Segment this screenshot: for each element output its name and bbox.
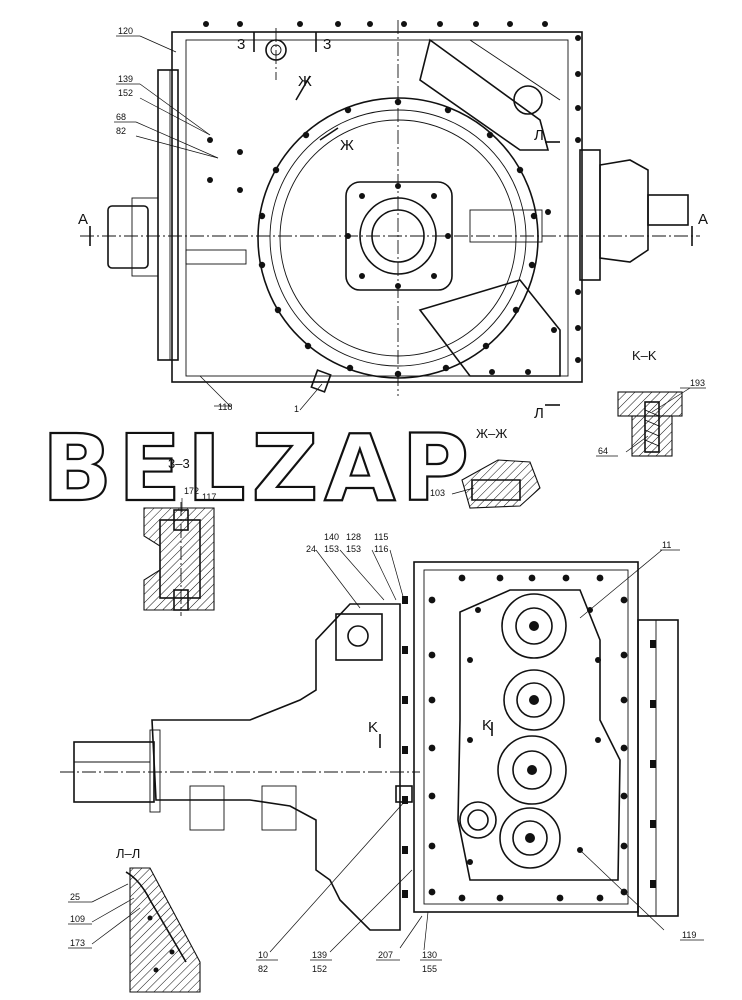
callout-152-top: 152: [118, 88, 133, 98]
callout-115: 115: [374, 532, 388, 542]
section-l-mark-bottom: Л: [534, 405, 544, 422]
callout-130: 130: [422, 950, 437, 960]
top-view: [80, 20, 700, 411]
callout-173: 173: [70, 938, 85, 948]
callout-82-top: 82: [116, 126, 126, 136]
right-side-flange: [637, 619, 679, 917]
left-extension-housing: [151, 603, 401, 931]
top-perimeter-bolts: [203, 21, 581, 375]
callout-207: 207: [378, 950, 393, 960]
callout-24: 24: [306, 544, 316, 554]
section-33-mark-b: 3: [323, 36, 331, 53]
callout-1: 1: [294, 404, 299, 414]
left-edge-bolts: [402, 596, 656, 898]
callout-152-bottom: 152: [312, 964, 327, 974]
callout-103: 103: [430, 488, 445, 498]
callout-25: 25: [70, 892, 80, 902]
cover-bolts: [428, 574, 628, 902]
callout-140: 140: [324, 532, 339, 542]
lower-rib: [418, 279, 561, 377]
callout-82-bottom: 82: [258, 964, 268, 974]
section-zh-mark-mid: Ж: [340, 137, 354, 154]
section-33: [143, 498, 215, 616]
section-k-mark-right: K: [482, 717, 492, 734]
upper-rib: [419, 38, 550, 151]
callout-193: 193: [690, 378, 705, 388]
callout-128: 128: [346, 532, 361, 542]
callout-139-top: 139: [118, 74, 133, 84]
section-kk: [617, 387, 691, 457]
callout-64: 64: [598, 446, 608, 456]
callout-120: 120: [118, 26, 133, 36]
bottom-view: [60, 549, 679, 953]
callout-117: 117: [202, 492, 216, 502]
left-flange-plate: [157, 69, 179, 361]
section-33-title: 3–3: [168, 456, 190, 471]
section-k-mark-left: K: [368, 719, 378, 736]
section-a-mark-left: A: [78, 211, 88, 228]
callout-153-b: 153: [346, 544, 361, 554]
section-33-mark-a: 3: [237, 36, 245, 53]
callout-11: 11: [662, 540, 671, 550]
left-input-hub: [107, 205, 149, 269]
gear-bearings: [459, 593, 567, 869]
section-zhzh-title: Ж–Ж: [476, 426, 507, 441]
callout-116: 116: [374, 544, 388, 554]
callout-139-bottom: 139: [312, 950, 327, 960]
callout-68: 68: [116, 112, 126, 122]
callout-118: 118: [218, 402, 232, 412]
right-output-shaft: [647, 194, 689, 226]
top-circle-bolts: [258, 98, 538, 378]
right-output-hub: [599, 159, 649, 263]
belzap-watermark: BELZAP: [42, 415, 475, 522]
callout-172: 172: [184, 486, 199, 496]
mount-bracket: [335, 613, 383, 661]
section-l-mark-top: Л: [534, 127, 544, 144]
section-a-mark-right: A: [698, 211, 708, 228]
section-labels: 3 3 Ж Ж A A Л Л K K K–K Ж–Ж 3–3 Л–Л: [78, 36, 708, 861]
right-flange: [579, 149, 601, 281]
section-zh-mark-top: Ж: [298, 73, 312, 90]
callout-153-a: 153: [324, 544, 339, 554]
callout-numbers: 120 139 152 68 82 118 1 193 64 103 172 1…: [70, 26, 705, 974]
callout-155: 155: [422, 964, 437, 974]
gear-plate: [457, 589, 621, 881]
callout-109: 109: [70, 914, 85, 924]
callout-10: 10: [258, 950, 268, 960]
callout-underlines: [68, 35, 706, 961]
section-ll: [91, 867, 201, 993]
section-zhzh: [451, 459, 541, 509]
section-ll-title: Л–Л: [116, 846, 140, 861]
top-housing-outline: [171, 31, 583, 383]
callout-119: 119: [682, 930, 696, 940]
section-kk-title: K–K: [632, 348, 657, 363]
